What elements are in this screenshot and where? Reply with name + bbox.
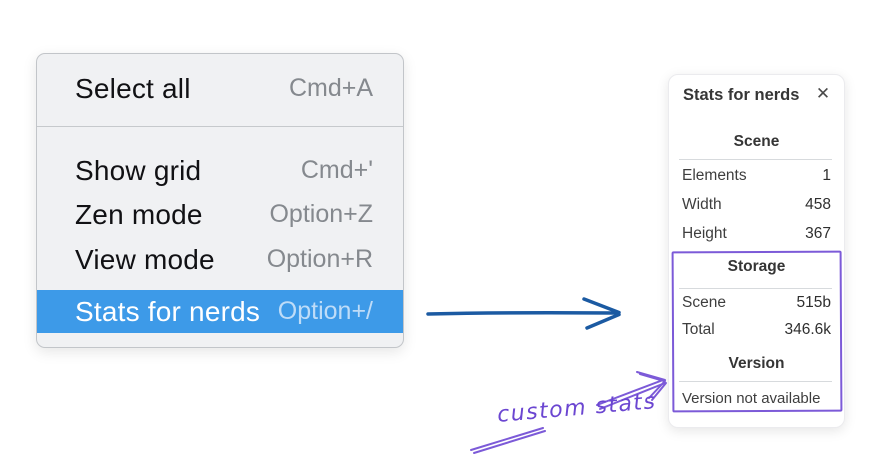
menu-item-zen-mode[interactable]: Zen mode Option+Z <box>37 193 403 236</box>
stat-row-storage-scene: Scene 515b <box>669 292 844 314</box>
annotation-text: custom stats <box>496 389 658 428</box>
stat-value: 346.6k <box>784 321 831 338</box>
section-divider <box>679 381 832 382</box>
stat-value: 367 <box>805 225 831 242</box>
close-icon[interactable]: ✕ <box>815 84 831 103</box>
menu-item-show-grid[interactable]: Show grid Cmd+' <box>37 149 403 192</box>
stat-value: 458 <box>805 196 831 213</box>
stat-row-height: Height 367 <box>669 223 844 245</box>
stats-panel: Stats for nerds ✕ Scene Elements 1 Width… <box>668 74 845 428</box>
blue-arrow-icon <box>426 297 621 330</box>
stat-label: Scene <box>682 294 726 311</box>
menu-item-label: Show grid <box>75 154 202 186</box>
menu-item-select-all[interactable]: Select all Cmd+A <box>37 67 403 110</box>
stat-value: 1 <box>822 167 831 184</box>
context-menu: Select all Cmd+A Show grid Cmd+' Zen mod… <box>36 53 404 348</box>
stat-value: 515b <box>796 294 831 311</box>
section-divider <box>679 288 832 289</box>
stat-label: Width <box>682 196 722 213</box>
version-note: Version not available <box>682 390 821 407</box>
menu-item-shortcut: Option+Z <box>269 200 373 228</box>
stat-row-elements: Elements 1 <box>669 165 844 187</box>
section-header-version: Version <box>728 355 785 372</box>
section-header-storage: Storage <box>727 258 786 275</box>
menu-item-shortcut: Option+R <box>266 245 373 273</box>
menu-item-label: Stats for nerds <box>75 295 261 327</box>
menu-item-label: Select all <box>75 72 191 104</box>
section-header-scene: Scene <box>733 133 780 150</box>
menu-divider <box>37 126 403 127</box>
stat-label: Elements <box>682 167 747 184</box>
menu-item-shortcut: Option+/ <box>277 297 373 325</box>
menu-item-stats-for-nerds[interactable]: Stats for nerds Option+/ <box>37 290 403 333</box>
stat-row-width: Width 458 <box>669 194 844 216</box>
annotation-rectangle <box>671 250 843 413</box>
menu-item-label: View mode <box>75 243 215 275</box>
menu-item-view-mode[interactable]: View mode Option+R <box>37 238 403 281</box>
stat-row-storage-total: Total 346.6k <box>669 319 844 341</box>
menu-item-shortcut: Cmd+' <box>300 156 373 184</box>
stats-panel-title: Stats for nerds <box>683 86 800 104</box>
stat-label: Total <box>682 321 715 338</box>
menu-item-shortcut: Cmd+A <box>288 74 373 102</box>
section-divider <box>679 159 832 160</box>
stat-label: Height <box>682 225 727 242</box>
menu-item-label: Zen mode <box>75 198 203 230</box>
